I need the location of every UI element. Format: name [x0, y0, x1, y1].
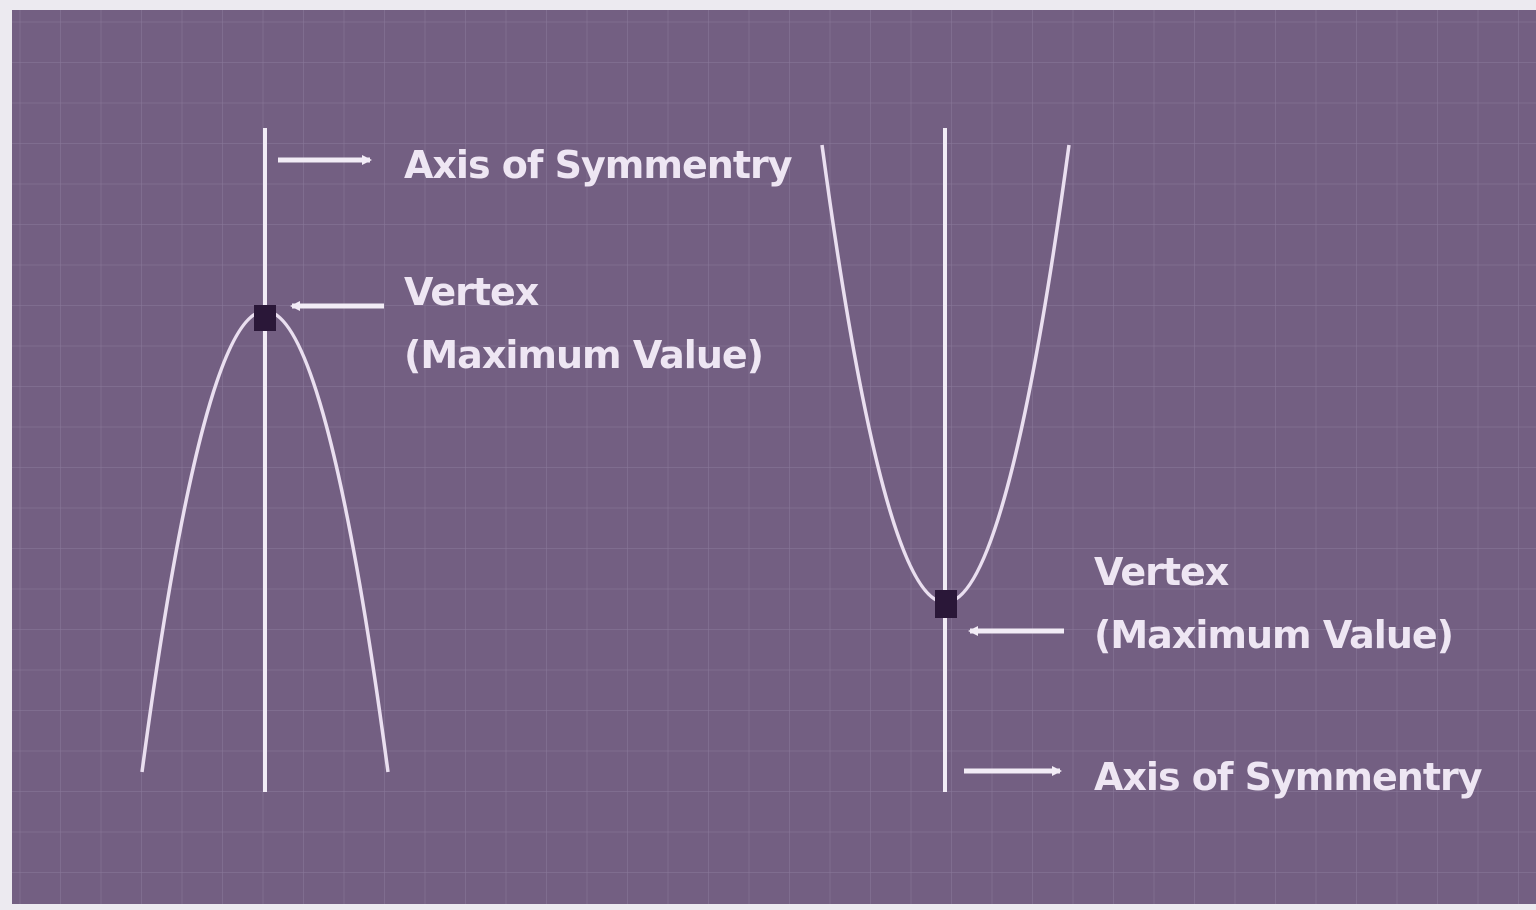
right-parabola-group: Vertex (Maximum Value) Axis of Symmentry — [820, 128, 1484, 799]
left-vertex-marker — [254, 305, 276, 331]
left-vertex-label-line2: (Maximum Value) — [404, 333, 763, 377]
right-vertex-label-line1: Vertex — [1094, 550, 1229, 594]
right-axis-label: Axis of Symmentry — [1094, 755, 1483, 799]
left-vertex-label-line1: Vertex — [404, 270, 539, 314]
left-axis-label: Axis of Symmentry — [404, 143, 793, 187]
left-parabola-group: Axis of Symmentry Vertex (Maximum Value) — [140, 128, 794, 792]
right-vertex-marker — [935, 590, 957, 618]
right-vertex-label-line2: (Maximum Value) — [1094, 613, 1453, 657]
